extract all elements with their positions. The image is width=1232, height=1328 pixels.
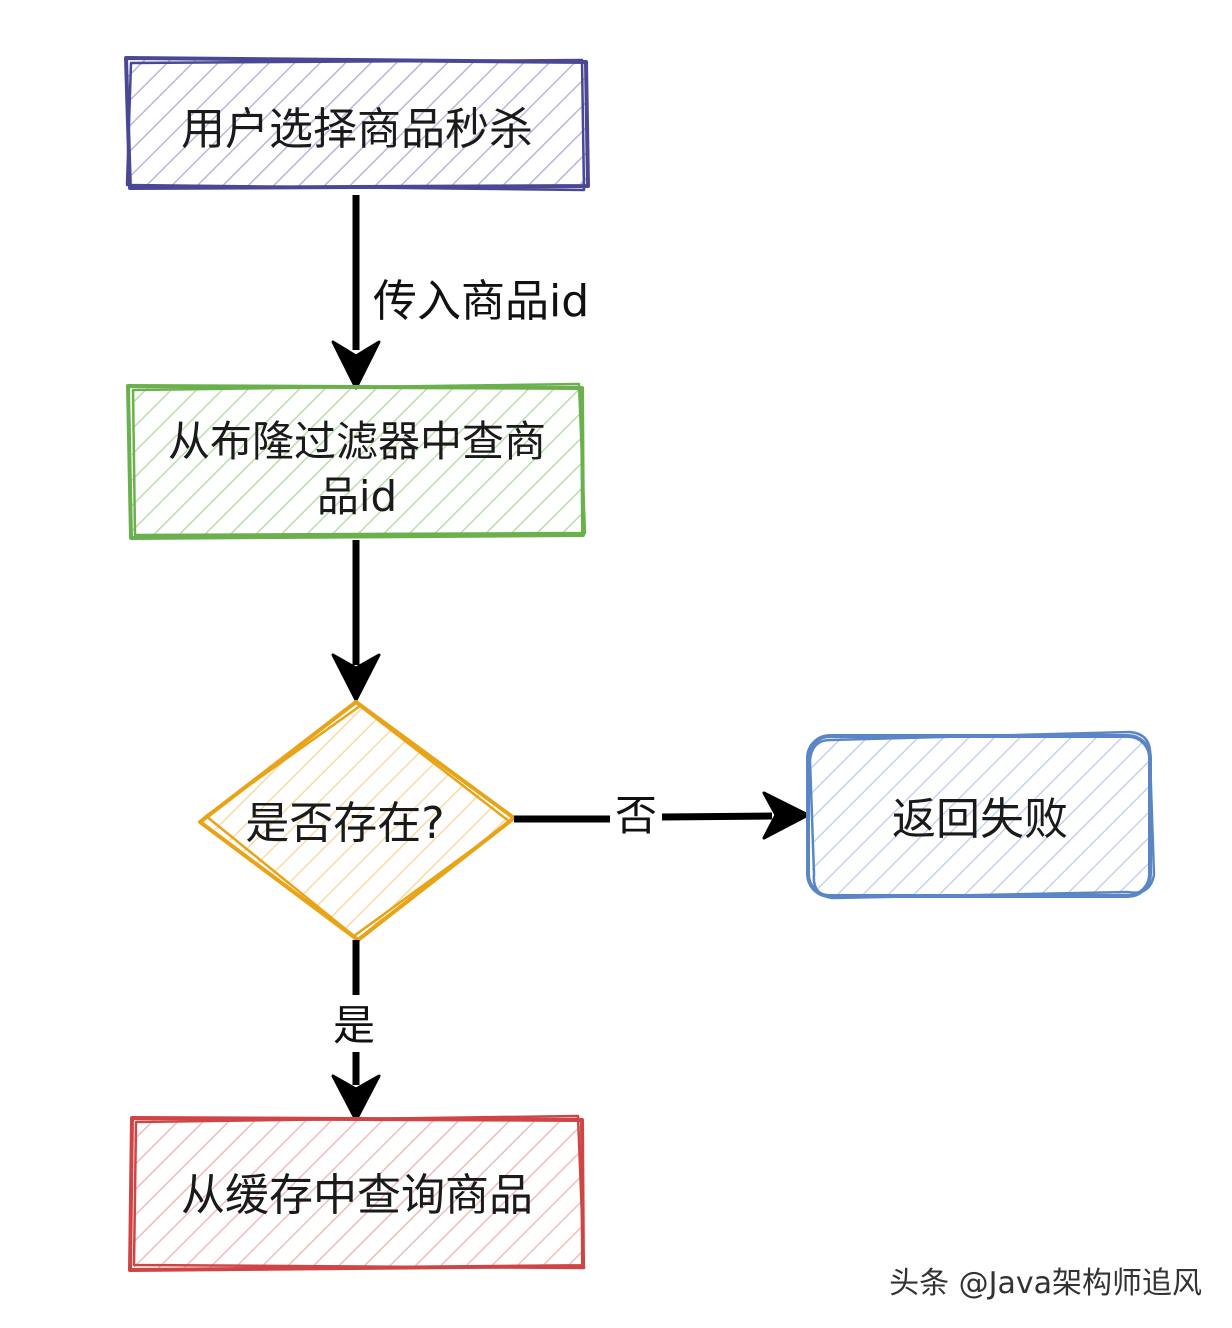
arrowhead-icon [331,1074,381,1122]
edge-line-right [661,812,773,821]
node-label-line1: 从布隆过滤器中查商 [168,417,546,466]
node-label-line2: 品id [317,472,397,521]
node-query-cache: 从缓存中查询商品 [128,1114,586,1272]
arrowhead-icon [331,340,381,390]
edge-label: 是 [333,1001,375,1050]
node-label: 是否存在? [245,798,444,849]
node-border-sketch [131,382,587,537]
node-border [126,384,585,540]
node-fill [134,1120,582,1268]
arrowhead-icon [762,791,810,840]
edge-decision-yes: 是 [331,940,381,1122]
node-label: 从缓存中查询商品 [181,1170,533,1221]
edge-label: 否 [615,791,657,840]
node-fill [132,388,584,536]
node-border-sketch [204,704,512,938]
edge-start-to-filter: 传入商品id [331,195,589,390]
node-border-sketch [125,58,586,192]
node-return-failure: 返回失败 [806,730,1156,900]
node-border-sketch [132,1114,586,1270]
node-exists-decision: 是否存在? [198,700,516,942]
node-fill [128,60,586,188]
node-fill [812,738,1150,894]
edge-label: 传入商品id [373,276,589,327]
node-user-select-seckill: 用户选择商品秒杀 [124,56,590,192]
arrowhead-icon [331,653,381,702]
edge-decision-no: 否 [514,791,810,840]
node-bloom-filter-check: 从布隆过滤器中查商 品id [126,382,587,540]
edge-filter-to-decision [331,540,381,702]
node-label: 返回失败 [892,794,1068,845]
node-label: 用户选择商品秒杀 [181,104,533,155]
watermark: 头条 @Java架构师追风 [889,1266,1202,1301]
node-border-sketch [808,730,1156,900]
